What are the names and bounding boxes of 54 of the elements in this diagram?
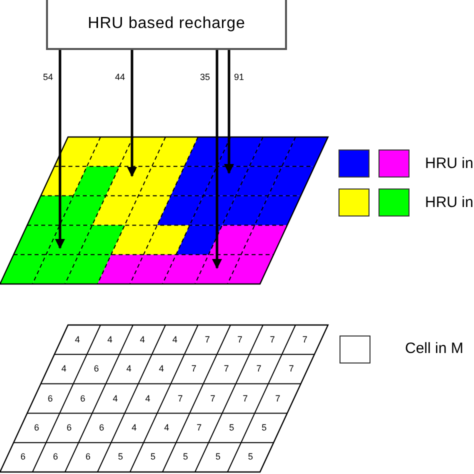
- colored-grid: [0, 136, 329, 285]
- edge-label: 35: [200, 73, 210, 82]
- cell-value: 6: [48, 394, 53, 403]
- cell-value: 6: [99, 423, 104, 432]
- legend-label: HRU in: [425, 195, 474, 210]
- cell-value: 7: [302, 335, 308, 344]
- cell-value: 6: [94, 364, 99, 374]
- cell-value: 6: [34, 423, 40, 432]
- cell-value: 4: [126, 364, 132, 374]
- cell-value: 5: [248, 452, 254, 462]
- cell-value: 7: [178, 394, 183, 403]
- arrow: [212, 50, 222, 269]
- cell-value: 4: [164, 423, 170, 432]
- cell-value: 4: [112, 394, 118, 403]
- cell-value: 6: [66, 423, 72, 432]
- cell-value: 6: [20, 452, 26, 462]
- legend-label: HRU in: [425, 156, 474, 171]
- edge-label: 91: [234, 73, 244, 82]
- cell-value: 4: [107, 335, 112, 344]
- edge-label: 44: [115, 73, 126, 82]
- edge-label: 54: [43, 73, 54, 82]
- cell-value: 7: [204, 335, 210, 344]
- cell-value: 7: [224, 364, 229, 374]
- arrow: [224, 50, 234, 174]
- cell-value: 7: [270, 335, 275, 344]
- cell-value: 5: [150, 452, 156, 462]
- process-box: [46, 0, 287, 50]
- cell-value: 6: [53, 452, 58, 462]
- cell-value: 5: [118, 452, 124, 462]
- cell-value: 4: [74, 335, 80, 344]
- arrow: [55, 50, 65, 249]
- cell-value: 4: [132, 423, 137, 432]
- box-title: HRU based recharge: [88, 14, 246, 34]
- cell-value: 7: [237, 335, 242, 344]
- cell-value: 5: [229, 423, 234, 432]
- cell-value: 5: [262, 423, 267, 432]
- arrow: [127, 50, 137, 177]
- cell-value: 4: [61, 364, 66, 374]
- cell-value: 7: [242, 394, 248, 403]
- cell-value: 5: [216, 452, 221, 462]
- cell-value: 6: [80, 394, 86, 403]
- cell-value: 4: [140, 335, 145, 344]
- cell-value: 7: [191, 364, 196, 374]
- cell-value: 7: [288, 364, 294, 374]
- cell-value: 7: [275, 394, 280, 403]
- cell-value: 7: [256, 364, 262, 374]
- cell-value: 4: [158, 364, 164, 374]
- cell-value: 5: [183, 452, 188, 462]
- legend-label: Cell in M: [405, 341, 464, 356]
- cell-value: 4: [172, 335, 178, 344]
- cell-value: 6: [86, 452, 91, 462]
- cell-value: 7: [210, 394, 216, 403]
- cell-value: 4: [145, 394, 150, 403]
- cell-value: 7: [196, 423, 202, 432]
